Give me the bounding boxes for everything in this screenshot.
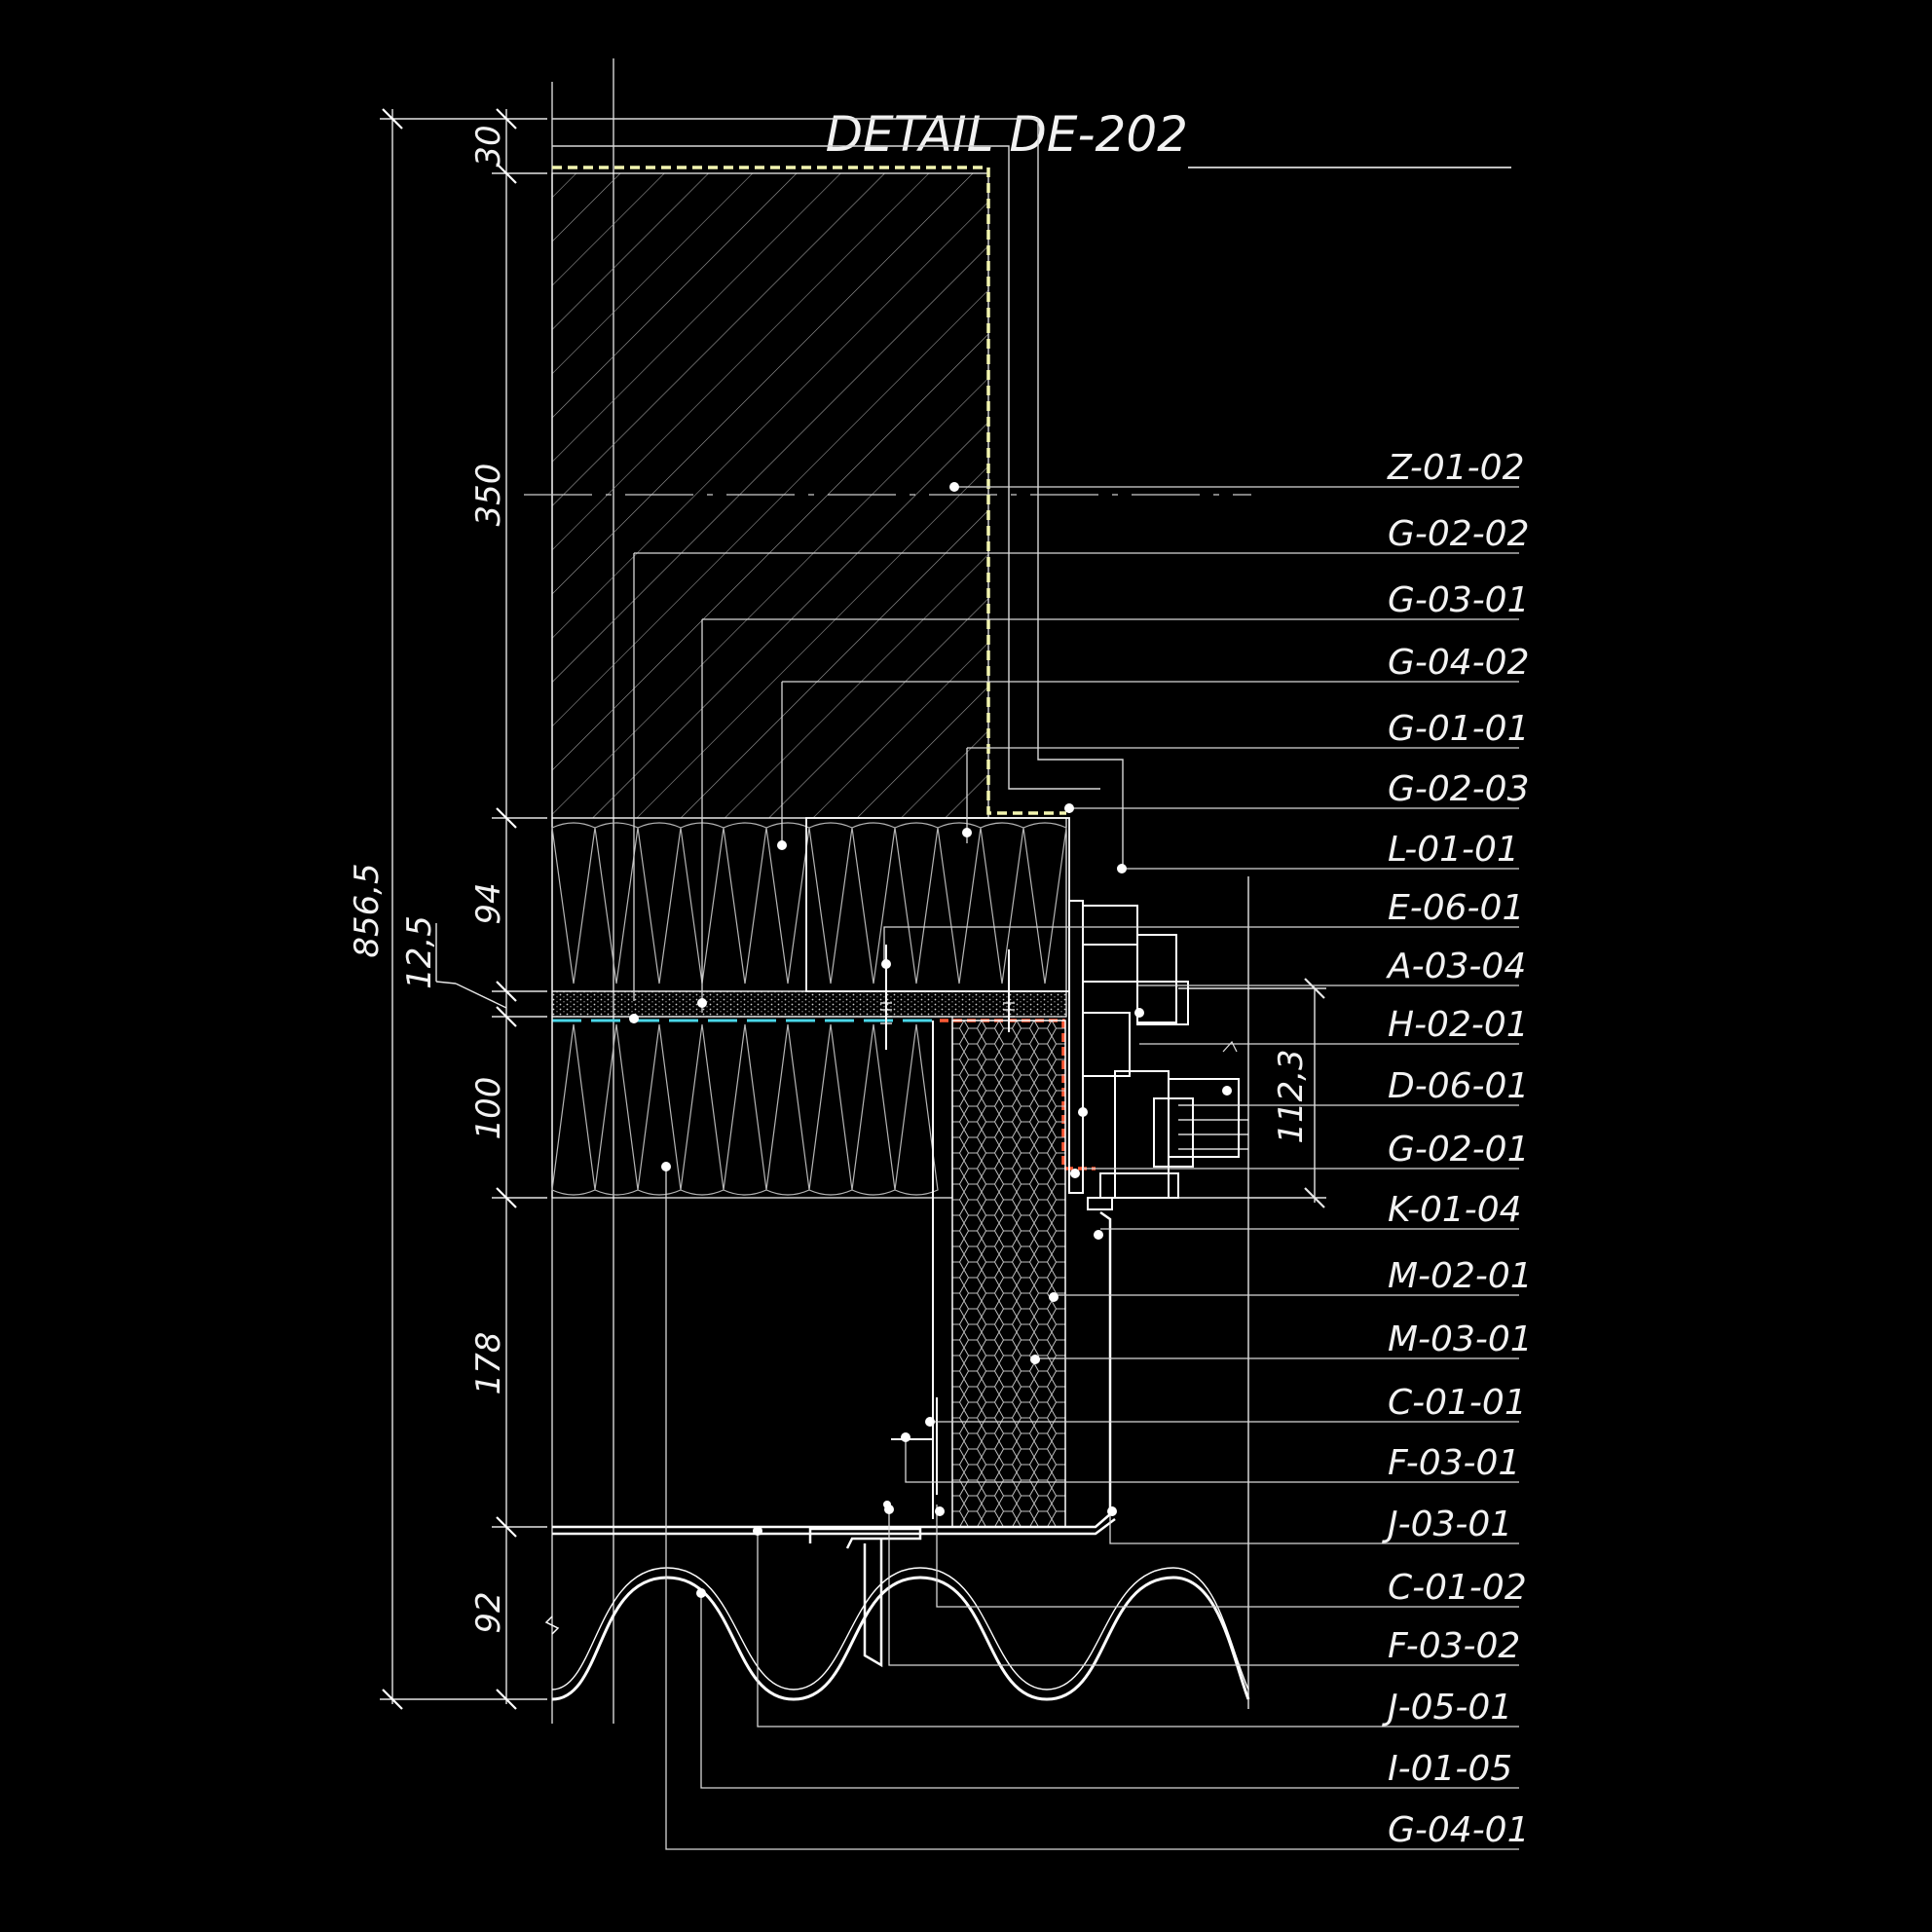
tag-label: M-03-01	[1388, 1319, 1533, 1359]
tag-label: M-02-01	[1388, 1256, 1533, 1296]
tag-label: A-03-04	[1386, 947, 1526, 986]
membrane-yellow	[552, 166, 1066, 815]
lower-insulation	[551, 1016, 953, 1199]
break-line	[544, 1616, 560, 1635]
tag-label: D-06-01	[1388, 1066, 1529, 1106]
tag-labels: Z-01-02 G-02-02 G-03-01 G-04-02 G-01-01 …	[1382, 448, 1533, 1850]
tag-label: G-02-02	[1388, 514, 1530, 554]
dim-12-5: 12,5	[400, 915, 439, 989]
tag-label: E-06-01	[1388, 888, 1524, 928]
leader-lines	[633, 486, 1519, 1850]
upper-insulation	[551, 817, 1070, 992]
tag-label: J-03-01	[1382, 1505, 1512, 1544]
tag-label: Z-01-02	[1387, 448, 1524, 488]
dim-94: 94	[469, 882, 508, 924]
tag-label: G-04-01	[1388, 1810, 1530, 1850]
tag-label: K-01-04	[1388, 1190, 1522, 1230]
dimension-chain	[380, 109, 547, 1704]
detail-title: DETAIL DE-202	[826, 106, 1188, 163]
tag-label: F-03-01	[1388, 1443, 1520, 1483]
corrugated-sheet-inner	[551, 1567, 1249, 1690]
tag-label: I-01-05	[1388, 1749, 1512, 1789]
tag-label: G-03-01	[1388, 580, 1530, 620]
mortar-strip	[551, 990, 1067, 1018]
tag-label: G-02-03	[1388, 769, 1530, 809]
tag-label: F-03-02	[1388, 1626, 1520, 1666]
tag-label: C-01-01	[1388, 1383, 1527, 1423]
window-frame	[1068, 900, 1248, 1210]
tag-label: G-04-02	[1388, 643, 1530, 683]
dimension-ticks	[382, 108, 517, 1710]
leader-dots	[629, 482, 1232, 1598]
corrugated-sheet	[551, 1576, 1250, 1701]
dim-overall: 856,5	[348, 863, 387, 957]
dim-112-3: 112,3	[1272, 1049, 1311, 1143]
dim-100: 100	[469, 1077, 508, 1140]
dim-92: 92	[469, 1591, 508, 1633]
concrete-wall	[551, 172, 989, 819]
tag-label: L-01-01	[1388, 830, 1519, 870]
tag-label: C-01-02	[1388, 1568, 1527, 1608]
dim-30: 30	[469, 125, 508, 167]
tag-label: J-05-01	[1382, 1688, 1512, 1728]
tag-label: H-02-01	[1388, 1005, 1529, 1045]
opening-dimension	[1178, 876, 1326, 1709]
tag-label: G-01-01	[1388, 709, 1530, 749]
dim-178: 178	[469, 1332, 508, 1395]
dim-350: 350	[469, 464, 508, 527]
tag-label: G-02-01	[1388, 1130, 1530, 1170]
honeycomb-panel	[951, 1020, 1066, 1528]
